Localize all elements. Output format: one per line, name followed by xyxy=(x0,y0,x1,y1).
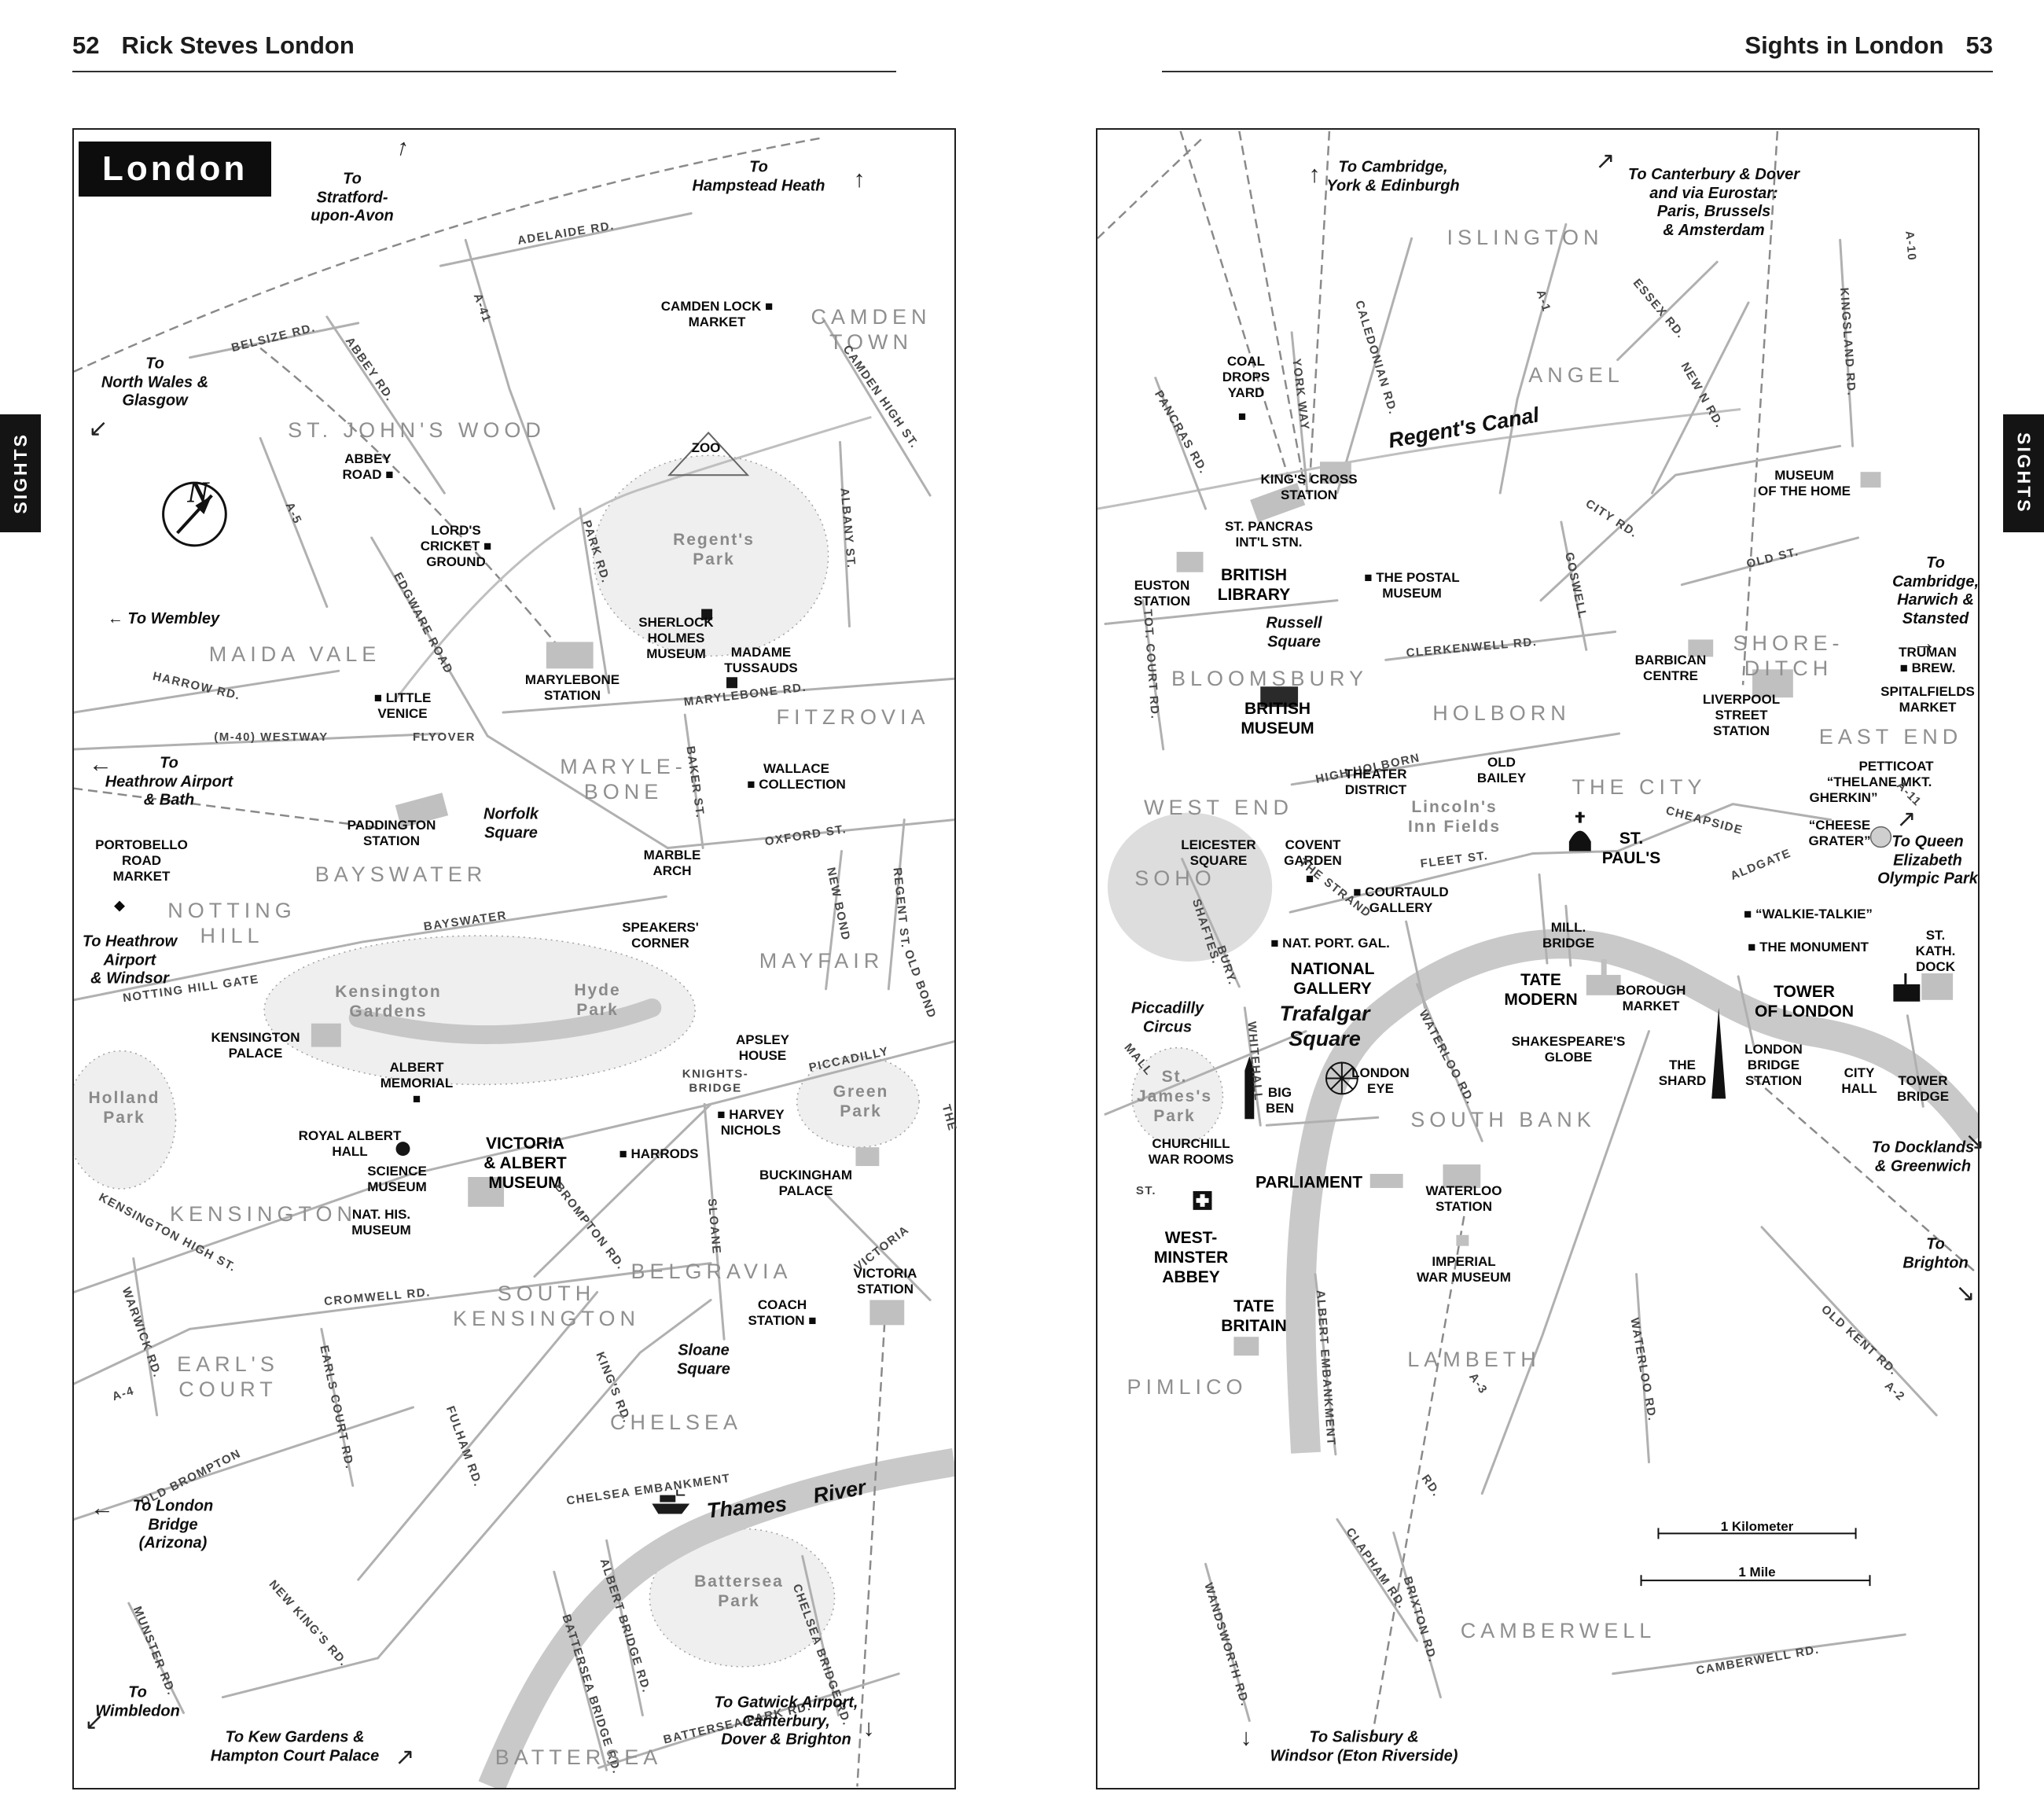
gherkin-icon xyxy=(1869,826,1892,848)
tower-of-london-icon xyxy=(1893,973,1921,1002)
zoo-icon xyxy=(667,431,750,476)
right-running-head: Sights in London xyxy=(1744,31,1944,59)
soho-shade xyxy=(1107,812,1273,962)
st-pauls-icon xyxy=(1568,811,1591,851)
british-museum-block xyxy=(1260,686,1299,708)
thames-river xyxy=(1285,929,1978,1454)
left-page-number: 52 xyxy=(72,31,100,59)
thames-river xyxy=(478,1448,954,1788)
regents-canal xyxy=(392,416,872,704)
station-buildings xyxy=(1176,462,1954,1356)
right-page-number: 53 xyxy=(1965,31,1993,59)
hospital-icon xyxy=(1193,1190,1212,1210)
left-running-head: Rick Steves London xyxy=(121,31,355,59)
parks xyxy=(74,454,920,1668)
regents-canal xyxy=(1097,408,1741,510)
london-overview-map xyxy=(72,128,956,1789)
shard-icon xyxy=(1711,1007,1726,1099)
serpentine-lake xyxy=(348,998,662,1045)
right-page-header: Sights in London 53 xyxy=(1162,31,1993,72)
left-map-art xyxy=(74,137,954,1788)
poi-markers xyxy=(395,609,737,1157)
map-title: London xyxy=(79,142,272,197)
road-network xyxy=(74,211,954,1771)
right-map-art xyxy=(1097,131,1978,1735)
central-london-map xyxy=(1096,128,1980,1789)
road-network xyxy=(1104,223,1938,1723)
st-james-park-shape xyxy=(1131,1046,1224,1146)
boat-icon xyxy=(652,1489,690,1514)
big-ben-icon xyxy=(1244,1056,1255,1120)
scale-bar xyxy=(1640,1528,1871,1587)
london-eye-icon xyxy=(1325,1061,1358,1095)
railways xyxy=(1097,131,1978,1735)
station-buildings xyxy=(311,642,905,1326)
compass-icon xyxy=(162,481,227,547)
sights-tab-right: SIGHTS xyxy=(2003,414,2044,532)
railways xyxy=(74,137,887,1787)
left-page-header: 52 Rick Steves London xyxy=(72,31,896,72)
sights-tab-left: SIGHTS xyxy=(0,414,41,532)
